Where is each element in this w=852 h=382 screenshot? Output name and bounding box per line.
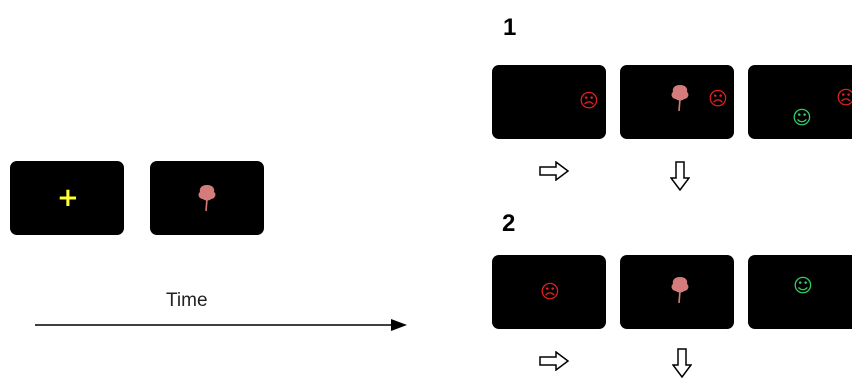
right-arrow-icon — [539, 161, 570, 181]
fixation-cross: + — [57, 183, 79, 213]
happy-face-icon: ☺ — [793, 275, 813, 297]
happy-face-icon: ☺ — [792, 107, 812, 129]
condition-1-screen-1: ☹ — [492, 65, 606, 139]
condition-2-screen-2 — [620, 255, 734, 329]
cue-screen — [150, 161, 264, 235]
condition-2-screen-1: ☹ — [492, 255, 606, 329]
condition-1-screen-3: ☺ ☹ — [748, 65, 852, 139]
time-arrow — [35, 319, 407, 331]
sad-face-icon: ☹ — [708, 88, 728, 110]
flower-icon — [671, 85, 689, 112]
condition-2-number: 2 — [502, 210, 516, 237]
down-arrow-icon — [670, 161, 690, 191]
condition-2-screen-3: ☺ — [748, 255, 852, 329]
flower-icon — [198, 185, 216, 212]
flower-icon — [671, 277, 689, 304]
fixation-screen: + — [10, 161, 124, 235]
right-arrow-icon — [539, 351, 570, 371]
down-arrow-icon — [672, 348, 692, 378]
sad-face-icon: ☹ — [579, 90, 599, 112]
time-label: Time — [166, 290, 208, 311]
sad-face-icon: ☹ — [836, 87, 852, 109]
condition-1-number: 1 — [503, 14, 517, 41]
condition-1-screen-2: ☹ — [620, 65, 734, 139]
sad-face-icon: ☹ — [540, 281, 560, 303]
